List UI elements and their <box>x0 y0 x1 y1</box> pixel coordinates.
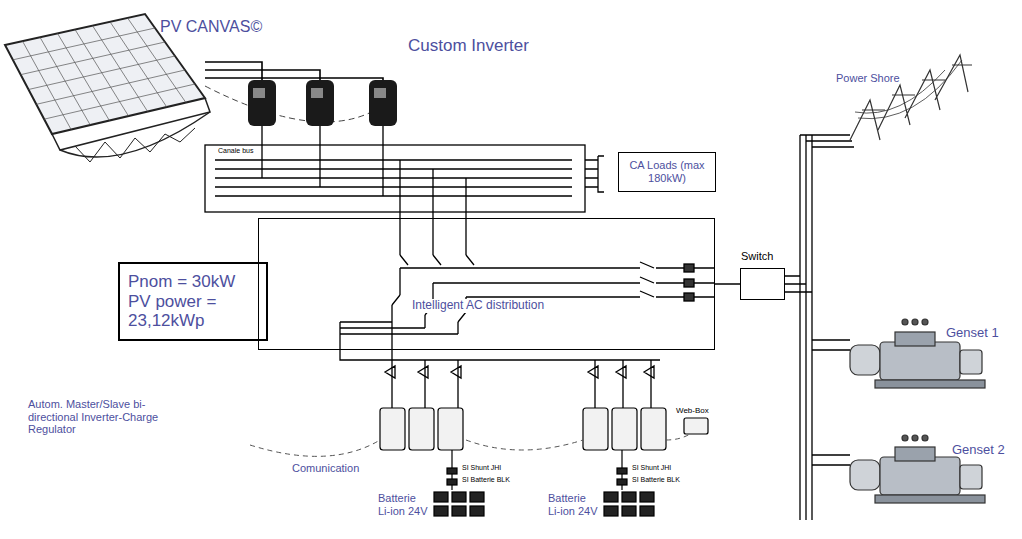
label: SI Shunt JHI <box>462 464 501 472</box>
loads-box: CA Loads (max 180kW) <box>618 152 716 192</box>
node-text: CA Loads (max 180kW) <box>623 159 711 184</box>
pv-panel <box>5 14 210 162</box>
custom-inverter <box>248 80 397 126</box>
power-pylon <box>850 55 972 140</box>
distribution-box: Intelligent AC distribution <box>258 218 715 350</box>
label: Web-Box <box>676 406 709 415</box>
connector <box>715 283 740 285</box>
label: Genset 1 <box>946 326 999 341</box>
label: Comunication <box>292 462 359 475</box>
label: SI Batterie BLK <box>462 476 510 484</box>
node-text: Switch <box>741 250 773 263</box>
label: Batterie Li-ion 24V <box>378 492 430 517</box>
node-text: Intelligent AC distribution <box>409 299 547 313</box>
label: SI Shunt JHI <box>632 464 671 472</box>
label: Canale bus <box>218 147 253 155</box>
label: SI Batterie BLK <box>632 476 680 484</box>
label: Custom Inverter <box>408 36 529 56</box>
info-box: Pnom = 30kWPV power = 23,12kWp <box>118 262 268 341</box>
label: Genset 2 <box>952 443 1005 458</box>
label: Power Shore <box>836 72 900 85</box>
label: PV CANVAS© <box>160 18 262 36</box>
node-text: PV power = 23,12kWp <box>128 292 258 331</box>
switch-box: Switch <box>740 268 785 300</box>
genset <box>850 319 985 503</box>
label: Autom. Master/Slave bi-directional Inver… <box>28 398 178 436</box>
bidirectional-inverter <box>380 408 708 450</box>
node-text: Pnom = 30kW <box>128 272 258 292</box>
label: Batterie Li-ion 24V <box>548 492 600 517</box>
